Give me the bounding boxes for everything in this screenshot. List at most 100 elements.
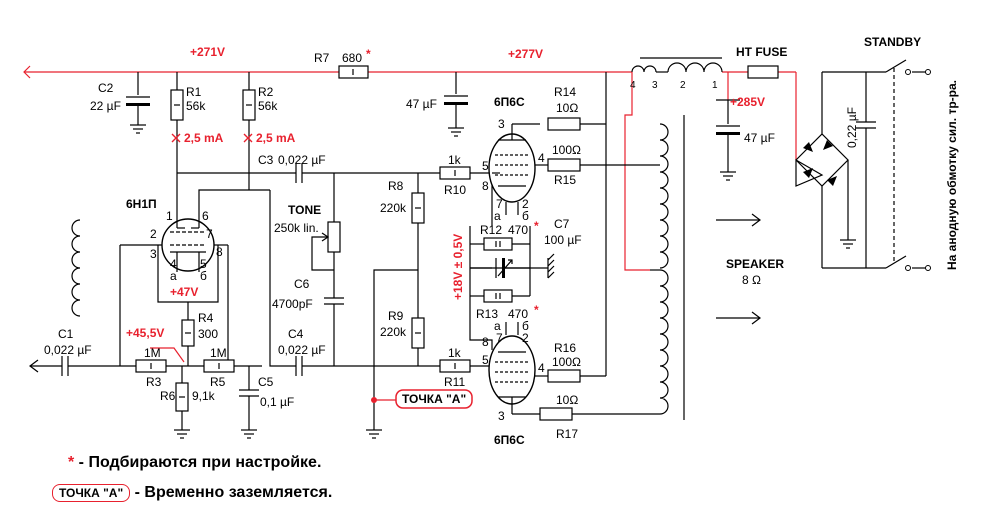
v277-label: +277V bbox=[508, 47, 543, 61]
tube-6n1p bbox=[120, 212, 228, 272]
c4-label: C4 bbox=[288, 327, 304, 341]
r10-label: R10 bbox=[444, 183, 466, 197]
resistor-r17 bbox=[539, 407, 660, 421]
r6-label: R6 bbox=[160, 389, 176, 403]
tone-value: 250k lin. bbox=[274, 221, 319, 235]
pin-bot-a: а bbox=[494, 319, 501, 333]
ground-symbol bbox=[366, 429, 382, 439]
side-text: На анодную обмотку сил. тр-ра. bbox=[945, 80, 959, 270]
r7-label: R7 bbox=[314, 51, 330, 65]
r9-label: R9 bbox=[388, 309, 404, 323]
r16-label: R16 bbox=[554, 341, 576, 355]
capacitor-47uf-b bbox=[716, 99, 740, 181]
r7-value: 680 bbox=[342, 51, 362, 65]
legend-tag: ТОЧКА "А" - Временно заземляется. bbox=[52, 484, 332, 502]
r4-label: R4 bbox=[198, 311, 214, 325]
r3-value: 1M bbox=[144, 346, 161, 360]
pin-6: 6 bbox=[202, 209, 209, 223]
capacitor-c5 bbox=[239, 389, 259, 439]
resistor-r4 bbox=[181, 319, 195, 366]
r13-label: R13 bbox=[476, 307, 498, 321]
c4-value: 0,022 µF bbox=[278, 343, 326, 357]
r1-label: R1 bbox=[186, 85, 202, 99]
capacitor-c4 bbox=[295, 356, 440, 376]
capacitor-c6 bbox=[324, 297, 344, 366]
choke-n4: 4 bbox=[630, 80, 636, 91]
pin-4: 4 bbox=[170, 257, 177, 271]
r6-value: 9,1k bbox=[192, 389, 216, 403]
pin-bot-b: б bbox=[522, 319, 529, 333]
current-1: 2,5 mA bbox=[184, 131, 224, 145]
v18-label: +18V ± 0,5V bbox=[451, 234, 465, 300]
resistor-r8 bbox=[411, 173, 425, 318]
tone-label: TONE bbox=[288, 203, 321, 217]
c3-label: C3 bbox=[258, 153, 274, 167]
pin-top-5: 5 bbox=[482, 159, 489, 173]
pin-1: 1 bbox=[166, 209, 173, 223]
pin-top-2: 2 bbox=[522, 197, 529, 211]
capacitor-c2 bbox=[126, 72, 150, 134]
c5-label: C5 bbox=[258, 375, 274, 389]
c6-label: C6 bbox=[294, 277, 310, 291]
capacitor-c1 bbox=[29, 356, 136, 376]
pin-bot-2: 2 bbox=[522, 331, 529, 345]
capacitor-c3 bbox=[177, 163, 440, 183]
capacitor-47uf-a bbox=[444, 72, 468, 137]
v47-label: +47V bbox=[170, 285, 198, 299]
r12-star: * bbox=[534, 219, 539, 233]
pin-top-4: 4 bbox=[538, 151, 545, 165]
tube2-label: 6П6С bbox=[494, 95, 525, 109]
resistor-r3 bbox=[135, 359, 204, 373]
resistor-r6 bbox=[174, 366, 190, 439]
choke-n2: 2 bbox=[680, 80, 686, 91]
r2-value: 56k bbox=[258, 99, 278, 113]
capacitor-c7 bbox=[470, 253, 555, 279]
resistor-r13 bbox=[470, 289, 530, 303]
choke-n1: 1 bbox=[712, 80, 718, 91]
r17-label: R17 bbox=[556, 427, 578, 441]
htfuse-label: HT FUSE bbox=[736, 45, 787, 59]
legend-star-text: - Подбираются при настройке. bbox=[74, 454, 322, 471]
r14-label: R14 bbox=[554, 85, 576, 99]
pin-top-8: 8 bbox=[482, 179, 489, 193]
pin-a1: а bbox=[170, 269, 177, 283]
legend-star-symbol: * bbox=[68, 454, 75, 471]
r17-value: 10Ω bbox=[556, 393, 578, 407]
resistor-r1 bbox=[170, 72, 184, 212]
resistor-r10 bbox=[439, 166, 492, 180]
choke-n3: 3 bbox=[652, 80, 658, 91]
r5-value: 1M bbox=[210, 346, 227, 360]
r2-label: R2 bbox=[258, 85, 274, 99]
v285-label: +285V bbox=[730, 95, 765, 109]
c022-value: 0,22 µF bbox=[845, 107, 859, 148]
rectifier-bridge bbox=[795, 71, 886, 269]
c6-value: 4700pF bbox=[272, 297, 313, 311]
c7-label: C7 bbox=[554, 217, 570, 231]
pin-top-b: б bbox=[522, 209, 529, 223]
ht-fuse bbox=[747, 65, 779, 79]
resistor-r12 bbox=[470, 237, 530, 251]
r7-star: * bbox=[366, 47, 371, 61]
legend-tag-box: ТОЧКА "А" bbox=[52, 484, 131, 502]
r10-value: 1k bbox=[448, 153, 462, 167]
r11-value: 1k bbox=[448, 346, 462, 360]
pin-bot-5: 5 bbox=[482, 353, 489, 367]
r8-label: R8 bbox=[388, 179, 404, 193]
standby-label: STANDBY bbox=[864, 35, 921, 49]
speaker-ohm: 8 Ω bbox=[742, 273, 761, 287]
r16-value: 100Ω bbox=[552, 355, 581, 369]
resistor-r14 bbox=[547, 72, 607, 131]
current-markers bbox=[171, 133, 253, 143]
pin-5: 5 bbox=[200, 257, 207, 271]
r1-value: 56k bbox=[186, 99, 206, 113]
r11-label: R11 bbox=[444, 375, 465, 389]
pin-top-3: 3 bbox=[498, 117, 505, 131]
resistor-r11 bbox=[439, 359, 492, 373]
v455-label: +45,5V bbox=[126, 326, 164, 340]
r9-value: 220k bbox=[380, 325, 407, 339]
resistor-r9 bbox=[411, 317, 425, 366]
tochka-a-dot bbox=[371, 397, 377, 403]
pin-2: 2 bbox=[150, 227, 157, 241]
resistor-r16 bbox=[547, 124, 607, 383]
c1-value: 0,022 µF bbox=[44, 343, 92, 357]
